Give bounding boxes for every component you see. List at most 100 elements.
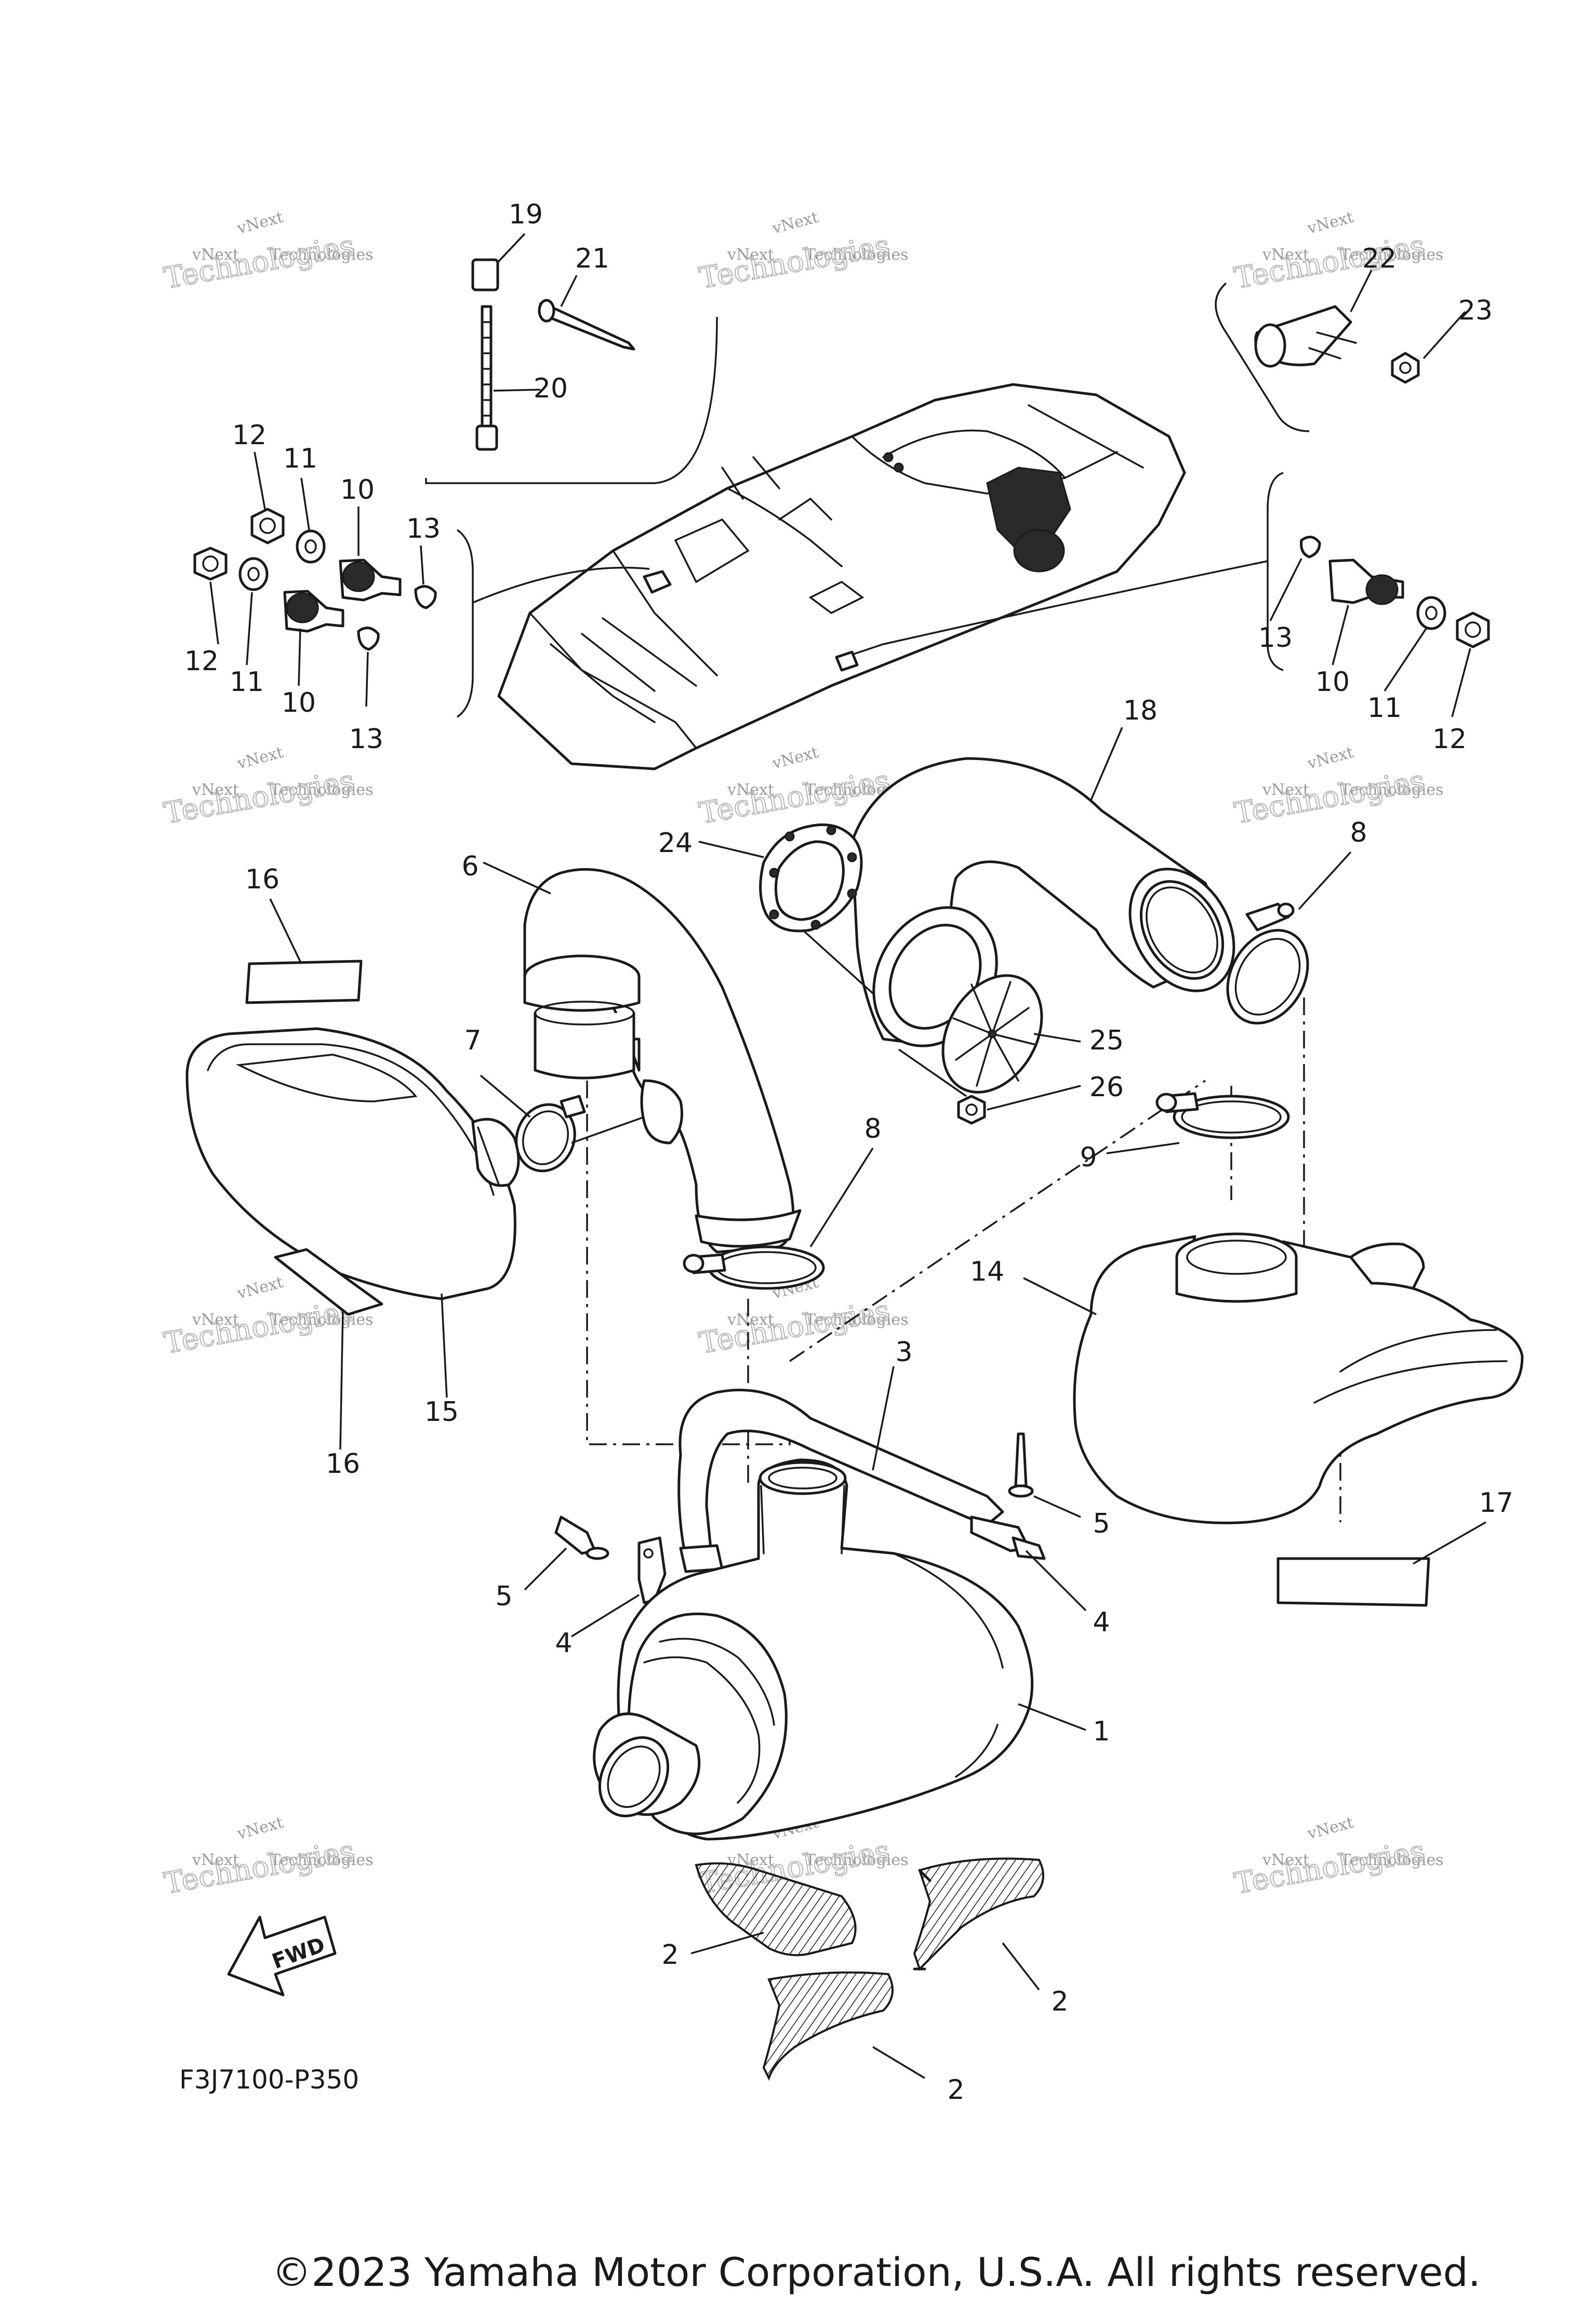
callout-5: 5 xyxy=(495,1581,512,1612)
callout-9: 9 xyxy=(1080,1142,1097,1173)
watermark-big: Technologies xyxy=(162,1834,357,1900)
clamp-13a xyxy=(414,585,437,609)
callout-18: 18 xyxy=(1123,695,1158,726)
callout-2: 2 xyxy=(947,2074,964,2106)
bracket-group xyxy=(1215,270,1466,432)
callout-5: 5 xyxy=(1093,1508,1110,1539)
silencer-1 xyxy=(593,1458,1086,1841)
callout-24: 24 xyxy=(658,828,693,859)
fwd-arrow-icon: FWD xyxy=(227,1915,337,1997)
diagram-code: F3J7100-P350 xyxy=(179,2065,359,2095)
callout-20: 20 xyxy=(534,373,568,404)
callout-25: 25 xyxy=(1089,1025,1124,1056)
watermark-line2b: Technologies xyxy=(270,1851,374,1869)
watermark-line1: vNext xyxy=(235,743,285,773)
watermark-big: Technologies xyxy=(1232,764,1427,830)
clip-19 xyxy=(471,258,499,291)
callout-13: 13 xyxy=(406,513,441,544)
shield-2c xyxy=(762,1971,894,2081)
watermark-line2: vNext xyxy=(192,1311,239,1329)
rivet-5a xyxy=(1014,1432,1028,1487)
callout-2: 2 xyxy=(661,1939,679,1971)
shield-2b xyxy=(913,1857,1044,1971)
clamp-8-upper xyxy=(1226,851,1352,1025)
watermark-big: Technologies xyxy=(1232,1834,1427,1900)
watermark-line2: vNext xyxy=(192,1851,239,1869)
left-fittings-group xyxy=(193,451,650,718)
callout-1: 1 xyxy=(1093,1716,1110,1747)
watermark-line2: vNext xyxy=(192,246,239,264)
washer-11b xyxy=(238,557,269,591)
watermark-big: Technologies xyxy=(697,229,892,295)
tie-wrap-20 xyxy=(481,305,493,443)
callout-6: 6 xyxy=(461,851,478,882)
callout-11: 11 xyxy=(1367,693,1402,724)
nut-12b xyxy=(193,547,228,581)
watermark-line2: vNext xyxy=(1262,1851,1309,1869)
clamp-8-lower xyxy=(683,1148,874,1290)
callout-17: 17 xyxy=(1479,1487,1513,1519)
clamp-9 xyxy=(1106,1092,1290,1154)
callout-15: 15 xyxy=(424,1396,459,1428)
watermark-big: Technologies xyxy=(162,1294,357,1360)
right-fittings-group xyxy=(852,472,1490,717)
watermark-big: Technologies xyxy=(162,229,357,295)
washer-11c xyxy=(1416,596,1446,630)
watermark-line1: vNext xyxy=(1305,1814,1355,1843)
nut-12a xyxy=(250,508,285,544)
callout-13: 13 xyxy=(1258,622,1293,654)
clamp-13b xyxy=(357,627,380,651)
callout-2: 2 xyxy=(1051,1986,1068,2017)
nut-23 xyxy=(1391,352,1420,384)
callout-11: 11 xyxy=(283,443,317,474)
callout-8: 8 xyxy=(1350,817,1367,848)
watermark-line1: vNext xyxy=(770,743,820,773)
tie-wrap-group xyxy=(425,233,718,484)
callout-10: 10 xyxy=(340,474,375,505)
callout-12: 12 xyxy=(232,420,267,451)
watermark-line2: vNext xyxy=(727,781,774,799)
callout-4: 4 xyxy=(555,1628,572,1659)
label-16a xyxy=(245,960,363,1004)
watermark-line2b: Technologies xyxy=(1340,781,1444,799)
callout-3: 3 xyxy=(895,1337,912,1368)
callout-10: 10 xyxy=(1315,667,1350,698)
watermark-line2b: Technologies xyxy=(270,781,374,799)
callout-12: 12 xyxy=(1432,724,1467,755)
watermark-line2b: Technologies xyxy=(1340,246,1444,264)
callout-16: 16 xyxy=(245,864,280,895)
watermark-line1: vNext xyxy=(1305,208,1355,238)
clamp-7 xyxy=(480,1074,645,1173)
watermark-line1: vNext xyxy=(235,208,285,238)
watermark-line1: vNext xyxy=(1305,743,1355,773)
copyright-notice: ©2023 Yamaha Motor Corporation, U.S.A. A… xyxy=(272,2249,1481,2295)
resonator-14 xyxy=(1023,1232,1524,1524)
watermark-line2b: Technologies xyxy=(1340,1851,1444,1869)
elbow-6 xyxy=(483,861,802,1254)
watermark-line2b: Technologies xyxy=(805,1311,909,1329)
screen-group xyxy=(872,906,1081,1125)
airbox-15 xyxy=(185,1027,520,1398)
callout-13: 13 xyxy=(349,724,383,755)
callout-12: 12 xyxy=(184,646,219,677)
callout-10: 10 xyxy=(282,687,316,719)
flange-24 xyxy=(698,823,884,1004)
watermark-line1: vNext xyxy=(235,1814,285,1843)
callout-22: 22 xyxy=(1362,243,1396,274)
watermark-line2b: Technologies xyxy=(805,246,909,264)
callout-26: 26 xyxy=(1089,1072,1124,1103)
watermark-line2: vNext xyxy=(192,781,239,799)
watermark-line2: vNext xyxy=(1262,781,1309,799)
watermark-line1: vNext xyxy=(235,1273,285,1303)
callout-8: 8 xyxy=(864,1113,881,1145)
nut-26 xyxy=(957,1095,986,1125)
callouts: 19 21 20 22 23 12 11 10 13 12 11 10 13 1… xyxy=(184,199,1513,2106)
watermark-line2: vNext xyxy=(727,1311,774,1329)
watermark-line1: vNext xyxy=(770,208,820,238)
watermark-line2: vNext xyxy=(1262,246,1309,264)
rivet-5b xyxy=(554,1515,596,1555)
shield-2a xyxy=(695,1862,857,1957)
callout-4: 4 xyxy=(1093,1607,1110,1638)
callout-7: 7 xyxy=(464,1025,481,1056)
